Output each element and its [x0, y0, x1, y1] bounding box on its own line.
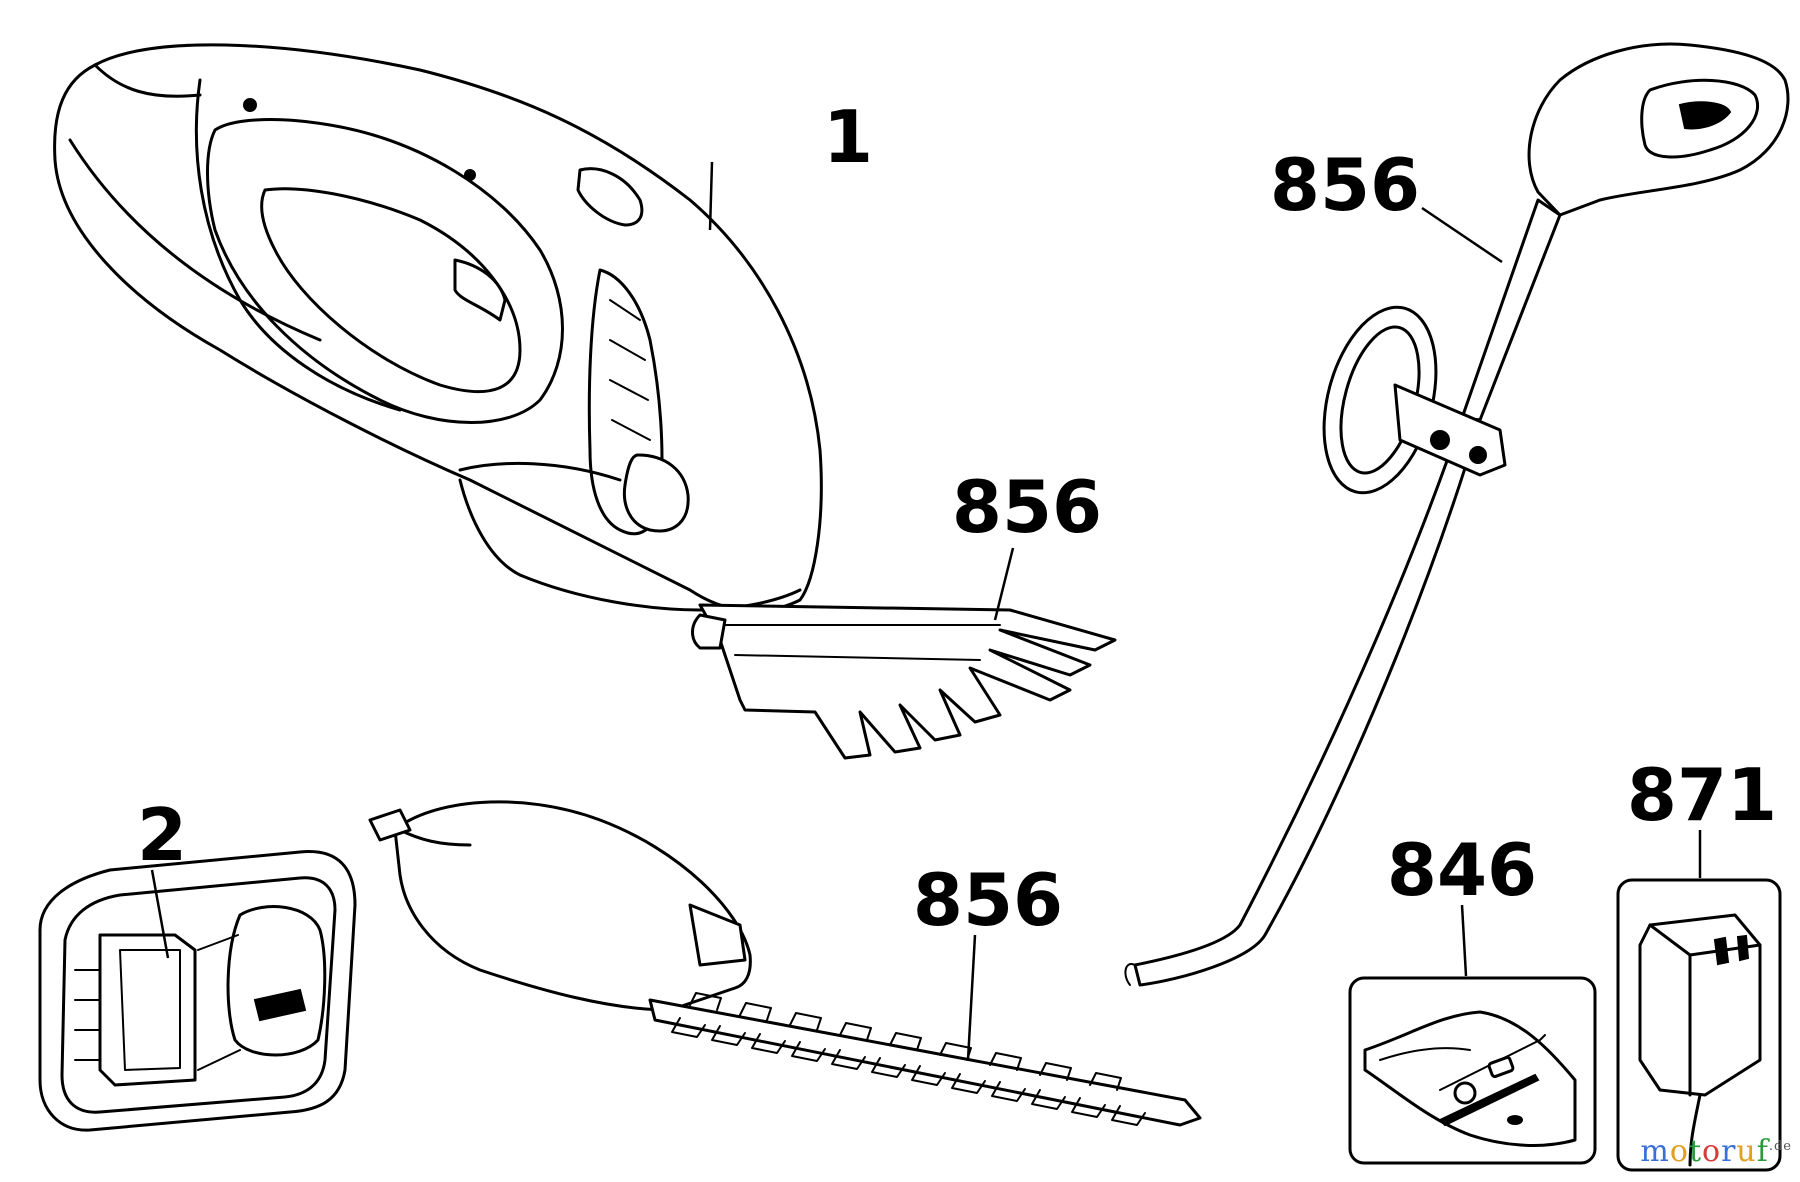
watermark-text: motoruf — [1640, 1134, 1768, 1169]
watermark: motoruf.de — [1640, 1134, 1792, 1169]
hedge-blade-leader — [966, 934, 977, 1061]
watermark-letter: o — [1702, 1134, 1722, 1169]
hardware-bag-leader — [1460, 904, 1468, 977]
hardware-bag-label: 846 — [1387, 828, 1537, 912]
watermark-letter: o — [1669, 1134, 1689, 1169]
wall-mount-label: 2 — [137, 793, 187, 877]
watermark-suffix: .de — [1768, 1139, 1792, 1154]
wall-mount-drawing — [38, 850, 357, 1132]
watermark-letter: f — [1756, 1134, 1769, 1169]
shear-body-drawing — [53, 43, 823, 613]
shear-body-leader — [708, 161, 714, 231]
charger-label: 871 — [1627, 753, 1777, 837]
watermark-letter: u — [1736, 1134, 1757, 1169]
hedge-blade-label: 856 — [913, 858, 1063, 942]
hardware-bag-drawing — [1348, 976, 1597, 1165]
watermark-letter: t — [1688, 1134, 1702, 1169]
watermark-letter: r — [1721, 1134, 1737, 1169]
shrub-blade-drawing — [691, 603, 1117, 760]
shrub-blade-label: 856 — [952, 465, 1102, 549]
hedge-blade-drawing — [368, 800, 1202, 1127]
extension-pole-drawing — [1124, 42, 1790, 987]
charger-drawing — [1616, 878, 1782, 1172]
extension-pole-leader — [1421, 206, 1503, 264]
extension-pole-label: 856 — [1270, 143, 1420, 227]
wall-mount-leader — [150, 869, 170, 959]
watermark-letter: m — [1640, 1134, 1670, 1169]
shear-body-label: 1 — [823, 95, 873, 179]
shrub-blade-leader — [993, 547, 1015, 621]
